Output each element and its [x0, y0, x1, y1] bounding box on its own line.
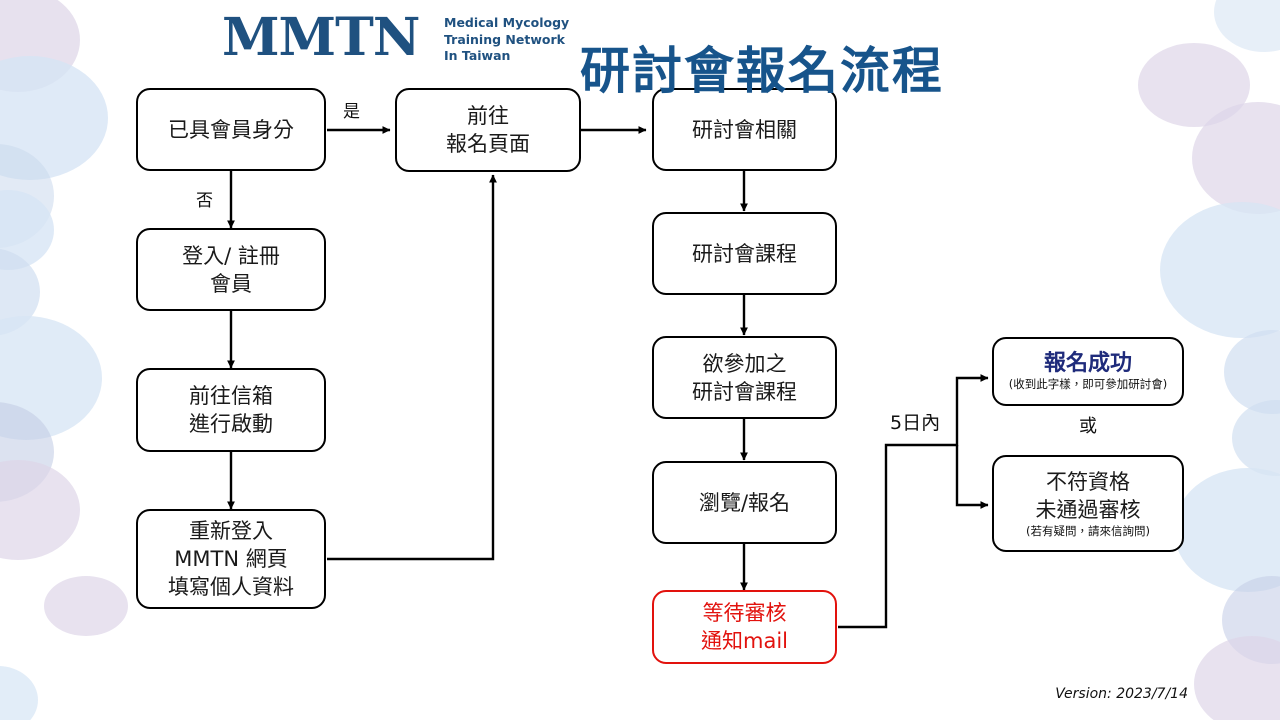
- node-member-status-line-1: 已具會員身分: [168, 117, 294, 142]
- node-seminar-info-line-1: 研討會相關: [692, 117, 797, 142]
- node-signup-success[interactable]: 報名成功 (收到此字樣，即可參加研討會): [992, 337, 1184, 406]
- edge-label-no: 否: [196, 191, 213, 211]
- edge-label-within-five-days: 5日內: [890, 412, 941, 434]
- page-title: 研討會報名流程: [580, 41, 944, 100]
- node-goto-signup-line-1: 前往: [467, 104, 509, 128]
- node-login-register-line-1: 登入/ 註冊: [182, 243, 280, 268]
- node-signup-rejected-note: (若有疑問，請來信詢問): [1026, 524, 1150, 538]
- node-relogin-profile-line-2: MMTN 網頁: [174, 547, 288, 571]
- node-seminar-course[interactable]: 研討會課程: [652, 212, 837, 295]
- logo-subtitle-line-3: In Taiwan: [444, 48, 511, 63]
- logo-subtitle-line-2: Training Network: [444, 31, 565, 47]
- node-desired-course[interactable]: 欲參加之 研討會課程: [652, 336, 837, 419]
- node-seminar-info[interactable]: 研討會相關: [652, 88, 837, 171]
- node-activate-mail-line-1: 前往信箱: [189, 384, 273, 408]
- node-goto-signup[interactable]: 前往 報名頁面: [395, 88, 581, 172]
- node-seminar-course-line-1: 研討會課程: [692, 241, 797, 266]
- node-desired-course-line-2: 研討會課程: [692, 379, 797, 404]
- version-stamp: Version: 2023/7/14: [1055, 686, 1188, 702]
- node-await-review-line-2: 通知mail: [701, 629, 788, 653]
- edge-label-or: 或: [1079, 416, 1097, 437]
- node-activate-mail-line-2: 進行啟動: [189, 412, 273, 436]
- node-relogin-profile-line-1: 重新登入: [189, 519, 273, 543]
- node-relogin-profile-line-3: 填寫個人資料: [168, 575, 294, 599]
- logo-wordmark: MMTN: [222, 7, 420, 68]
- logo-subtitle: Medical Mycology Training Network In Tai…: [444, 15, 570, 65]
- logo-subtitle-line-1: Medical Mycology: [444, 15, 570, 30]
- node-activate-mail[interactable]: 前往信箱 進行啟動: [136, 368, 326, 452]
- mmtn-logo: MMTN Medical Mycology Training Network I…: [222, 6, 570, 72]
- edge-label-yes: 是: [343, 102, 360, 122]
- node-member-status[interactable]: 已具會員身分: [136, 88, 326, 171]
- node-await-review[interactable]: 等待審核 通知mail: [652, 590, 837, 664]
- node-signup-rejected[interactable]: 不符資格 未通過審核 (若有疑問，請來信詢問): [992, 455, 1184, 552]
- node-await-review-line-1: 等待審核: [702, 601, 787, 625]
- node-signup-success-title: 報名成功: [1043, 351, 1132, 376]
- node-signup-success-note: (收到此字樣，即可參加研討會): [1008, 377, 1168, 391]
- node-goto-signup-line-2: 報名頁面: [446, 132, 530, 156]
- node-login-register[interactable]: 登入/ 註冊 會員: [136, 228, 326, 311]
- node-desired-course-line-1: 欲參加之: [702, 351, 787, 376]
- node-browse-signup[interactable]: 瀏覽/報名: [652, 461, 837, 544]
- node-signup-rejected-line-1: 不符資格: [1046, 470, 1130, 494]
- node-relogin-profile[interactable]: 重新登入 MMTN 網頁 填寫個人資料: [136, 509, 326, 609]
- node-login-register-line-2: 會員: [210, 271, 252, 296]
- node-signup-rejected-line-2: 未通過審核: [1035, 498, 1141, 522]
- node-browse-signup-line-1: 瀏覽/報名: [698, 490, 791, 515]
